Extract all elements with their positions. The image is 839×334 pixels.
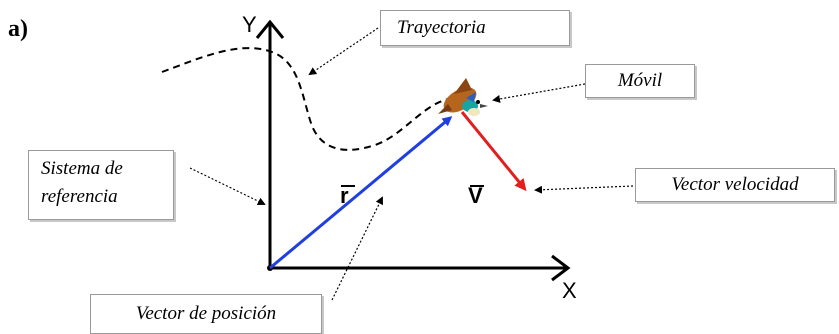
callout-movil-text: Móvil	[618, 70, 662, 92]
callout-posicion-text: Vector de posición	[136, 303, 276, 325]
callout-arrow-movil	[494, 84, 585, 100]
callout-arrow-sistema	[190, 168, 264, 204]
callout-sistema-line2: referencia	[41, 183, 161, 211]
callout-velocidad-text: Vector velocidad	[671, 174, 798, 196]
x-axis-label: X	[562, 278, 577, 304]
callout-vector-velocidad: Vector velocidad	[635, 168, 835, 202]
velocity-vector	[462, 112, 524, 188]
callout-sistema-de-referencia: Sistema de referencia	[28, 150, 174, 220]
callout-arrow-velocidad	[536, 186, 633, 190]
y-axis-label: Y	[242, 12, 257, 38]
position-vector	[270, 118, 450, 268]
callout-movil: Móvil	[585, 64, 695, 98]
callout-sistema-line1: Sistema de	[41, 155, 161, 183]
callout-trayectoria-text: Trayectoria	[397, 17, 486, 39]
velocity-vector-label: V	[468, 183, 483, 209]
callout-vector-de-posicion: Vector de posición	[90, 294, 322, 334]
x-axis	[270, 256, 568, 280]
callout-arrow-trayectoria	[310, 28, 378, 74]
callout-arrow-posicion	[332, 198, 382, 300]
trajectory-curve	[162, 48, 455, 150]
callout-trayectoria: Trayectoria	[380, 10, 570, 46]
y-axis	[257, 22, 283, 268]
position-vector-label: r	[340, 183, 349, 209]
